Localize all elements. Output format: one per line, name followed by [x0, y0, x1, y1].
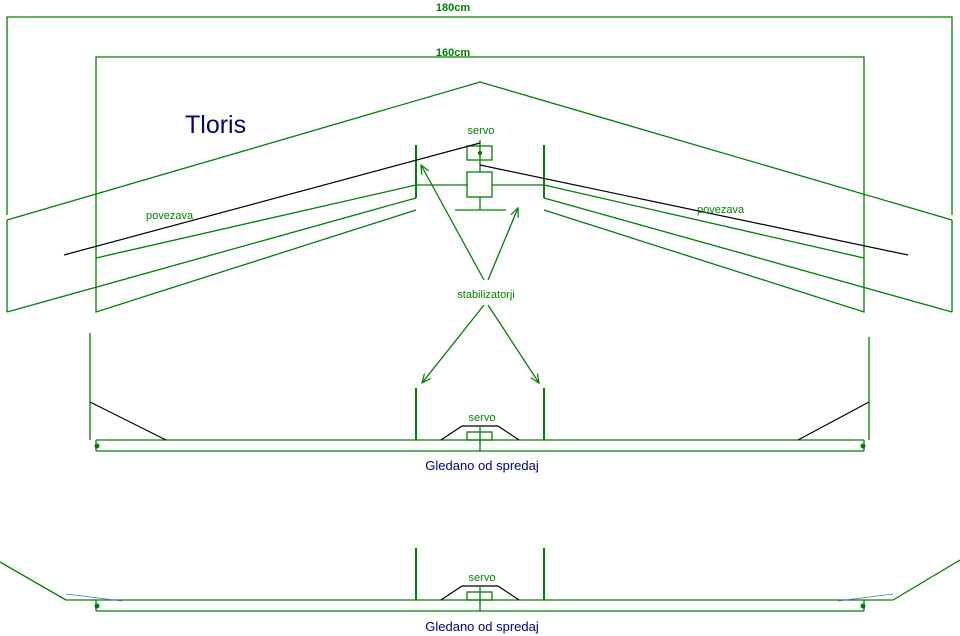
arrow-to-right-stabilizer-top — [487, 208, 518, 281]
linkage-right-label: povezava — [697, 204, 745, 216]
wing-leading-edge — [6, 81, 953, 221]
linkage-right — [479, 164, 909, 256]
servo-top-hub — [477, 150, 483, 156]
caption-front-2: Gledano od spredaj — [425, 619, 539, 634]
linkage-left-label: povezava — [146, 210, 194, 222]
dimension-180-label: 180cm — [436, 2, 470, 14]
dimension-180-bracket — [6, 16, 953, 215]
linkage-right-front-1 — [797, 401, 870, 441]
dimension-160-label: 160cm — [436, 47, 470, 59]
stabilizers-label: stabilizatorji — [457, 289, 514, 301]
dimension-160-bracket — [95, 56, 865, 190]
title-tloris: Tloris — [185, 111, 246, 139]
fuselage-box — [466, 171, 493, 198]
caption-front-1: Gledano od spredaj — [425, 458, 539, 473]
wing-right-trailing-edge — [543, 197, 953, 313]
pivot-right-2 — [860, 603, 866, 609]
linkage-left — [63, 142, 481, 256]
wing-left-inner-edge — [95, 190, 417, 313]
servo-front-label-2: servo — [469, 572, 496, 584]
front-view-2: servo Gledano od spredaj — [0, 548, 960, 634]
pivot-right-1 — [860, 443, 866, 449]
wingtip-right-2 — [892, 559, 960, 601]
pivot-left-2 — [94, 603, 100, 609]
wing-right-root-edge — [543, 184, 865, 259]
wing-left-trailing-edge — [6, 197, 417, 313]
wing-right-inner-edge — [543, 190, 865, 313]
top-view: 180cm 160cm servo povezava povezav — [6, 2, 953, 383]
arrow-to-left-stabilizer-top — [421, 165, 485, 281]
linkage-left-front-1 — [89, 401, 167, 441]
servo-top-label: servo — [468, 125, 495, 137]
linkage-right-front-2 — [837, 593, 894, 602]
wingtip-left-2 — [0, 561, 67, 601]
arrow-to-right-stabilizer-front — [487, 304, 539, 383]
front-view-1: servo Gledano od spredaj — [89, 333, 870, 473]
pivot-left-1 — [94, 443, 100, 449]
arrow-to-left-stabilizer-front — [422, 304, 485, 383]
linkage-left-front-2 — [65, 593, 123, 602]
servo-front-label-1: servo — [469, 412, 496, 424]
wing-left-root-edge — [95, 184, 417, 259]
